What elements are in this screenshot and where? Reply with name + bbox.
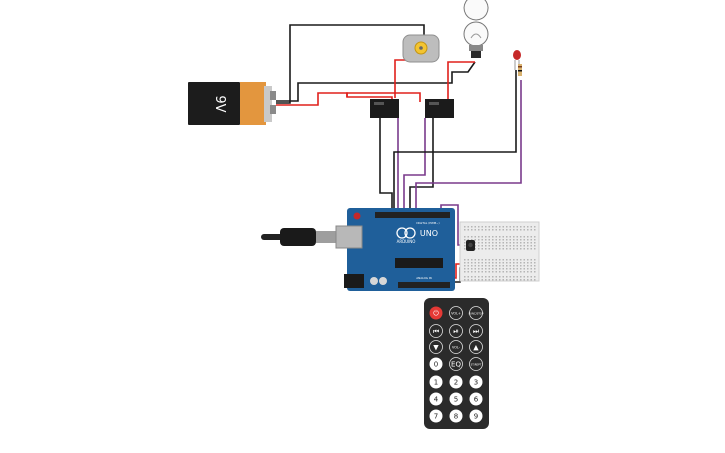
ir-remote[interactable]: ⏻ VOL+ FUNC/STOP ⏮ ⏯ ⏭ ▼ VOL- ▲ 0 EQ ST/REPT 1 2 3 4 5 6 7… [424,298,489,429]
wire-black-relay2-arduino[interactable] [409,118,434,213]
remote-button-label: ⏮ [433,328,439,336]
wire-red-relay2[interactable] [346,92,421,102]
remote-button-label: ⏻ [433,310,439,318]
arduino-header-top: DIGITAL (PWM~) [416,221,439,225]
resistor[interactable] [518,64,522,76]
remote-button-next[interactable]: ⏭ [469,324,483,338]
remote-button-label: ⏭ [473,328,480,336]
wire-black-battery-lamp[interactable] [276,61,476,102]
remote-button-label: 6 [474,396,479,404]
wire-black-relay1-arduino[interactable] [379,118,393,213]
remote-button-label: 4 [434,396,439,404]
remote-button-label: EQ [451,361,461,369]
remote-button-label: 7 [434,413,438,421]
remote-button-vol-down[interactable]: VOL- [449,340,463,354]
remote-button-label: VOL- [452,345,461,349]
remote-button-vol-up[interactable]: VOL+ [449,306,463,320]
breadboard-holes [464,226,536,281]
remote-button-power[interactable]: ⏻ [429,306,443,320]
relay-1[interactable] [370,99,399,118]
battery-9v[interactable]: 9V [188,82,276,125]
remote-button-label: ▲ [473,344,479,352]
light-bulb[interactable] [463,0,489,58]
remote-button-label: 1 [434,379,438,387]
remote-button-label: ⏯ [453,328,459,336]
wire-purple-relay2-arduino[interactable] [403,118,426,213]
remote-button-7[interactable]: 7 [429,409,443,423]
remote-button-5[interactable]: 5 [449,392,463,406]
remote-button-label: ST/REPT [471,362,482,366]
remote-button-label: 2 [454,379,458,387]
remote-button-eq[interactable]: EQ [449,357,463,371]
wire-purple-led-arduino[interactable] [415,80,522,213]
remote-button-label: 9 [474,413,478,421]
arduino-uno[interactable]: ARDUINO UNO DIGITAL (PWM~) ANALOG IN [335,208,455,291]
remote-button-label: 5 [454,396,458,404]
remote-button-3[interactable]: 3 [469,375,483,389]
usb-cable[interactable] [261,228,340,246]
remote-button-prev[interactable]: ⏮ [429,324,443,338]
remote-button-grid: ⏻ VOL+ FUNC/STOP ⏮ ⏯ ⏭ ▼ VOL- ▲ 0 EQ ST/REPT 1 2 3 4 5 6 7… [429,306,484,423]
remote-button-9[interactable]: 9 [469,409,483,423]
remote-button-label: VOL+ [451,311,461,315]
remote-button-down[interactable]: ▼ [429,340,443,354]
remote-button-label: 8 [454,413,458,421]
arduino-model: UNO [420,229,438,238]
remote-button-st-rept[interactable]: ST/REPT [469,357,483,371]
wire-red-lamp-relay2[interactable] [447,61,475,100]
wire-black-battery-motor[interactable] [276,24,425,104]
remote-button-4[interactable]: 4 [429,392,443,406]
remote-button-2[interactable]: 2 [449,375,463,389]
remote-button-label: FUNC/STOP [469,311,484,315]
remote-button-0[interactable]: 0 [429,357,443,371]
arduino-brand: ARDUINO [397,239,416,244]
remote-button-label: ▼ [433,344,439,352]
breadboard[interactable] [459,221,540,282]
wire-black-led-arduino[interactable] [393,70,517,213]
remote-button-label: 3 [474,379,478,387]
dc-motor[interactable] [402,34,440,63]
arduino-header-bottom: ANALOG IN [416,276,432,280]
remote-button-6[interactable]: 6 [469,392,483,406]
remote-button-func-stop[interactable]: FUNC/STOP [469,306,484,320]
battery-label: 9V [212,95,227,112]
remote-button-8[interactable]: 8 [449,409,463,423]
remote-button-play-pause[interactable]: ⏯ [449,324,463,338]
remote-button-1[interactable]: 1 [429,375,443,389]
ir-receiver[interactable] [466,240,475,251]
remote-button-up[interactable]: ▲ [469,340,483,354]
remote-button-label: 0 [434,361,438,369]
relay-2[interactable] [425,99,454,118]
